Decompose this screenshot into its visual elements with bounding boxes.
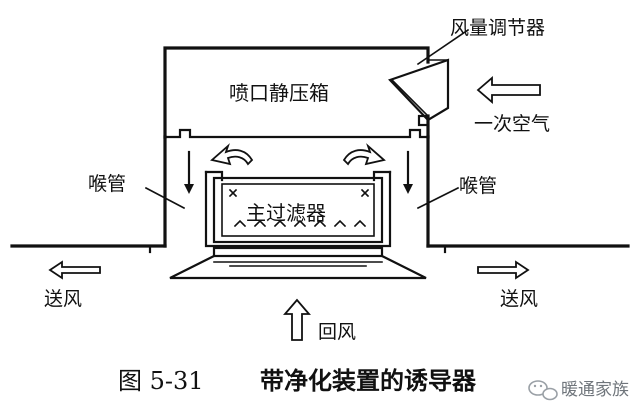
induced-air-arrow-left [210,143,254,166]
throat-right-leader [416,186,460,210]
figure-number: 图 5-31 [118,367,204,395]
ceiling-lines [10,244,630,254]
primary-air-arrow [476,76,541,104]
main-filter [204,170,392,248]
main-filter-label: 主过滤器 [246,201,326,225]
throat-right-label: 喉管 [459,175,497,197]
throat-downflow-left [184,150,194,194]
primary-air-label: 一次空气 [474,113,550,135]
return-air-arrow [283,298,311,341]
air-volume-damper [388,58,450,127]
supply-air-arrow-left [48,260,101,280]
throat-left-leader [144,186,186,210]
supply-air-right-label: 送风 [500,288,538,310]
watermark: 暖通家族 [528,380,629,401]
throat-downflow-right [403,150,413,194]
air-volume-regulator-label: 风量调节器 [450,17,545,39]
regulator-leader-line [416,28,470,66]
nozzle-plenum-label: 喷口静压箱 [229,81,329,105]
throat-left-label: 喉管 [88,173,126,195]
throat-walls [163,135,430,248]
return-grille [169,246,427,280]
supply-air-arrow-right [477,260,530,280]
figure-title: 带净化装置的诱导器 [260,366,477,395]
wechat-icon [528,380,558,401]
watermark-text: 暖通家族 [561,380,629,400]
return-air-label: 回风 [318,321,356,343]
induced-air-arrow-right [342,143,386,166]
supply-air-left-label: 送风 [44,288,82,310]
